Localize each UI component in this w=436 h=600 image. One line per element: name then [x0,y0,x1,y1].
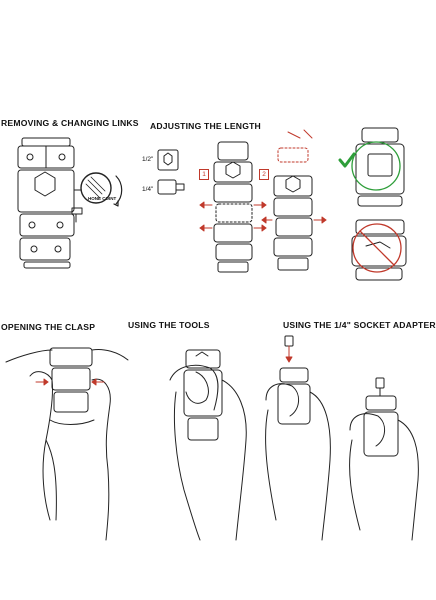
bracelet-step-1 [213,141,253,273]
hand-using-tools [169,349,247,541]
adjust-arrows [199,129,327,232]
socket-half-inch [157,149,179,171]
bracelet-correct [338,127,405,207]
heading-using-tools: USING THE TOOLS [128,320,210,330]
hand-socket-1 [265,335,331,541]
instruction-sheet: REMOVING & CHANGING LINKS ADJUSTING THE … [1,118,436,541]
heading-adjusting-length: ADJUSTING THE LENGTH [150,121,261,131]
coin-tool [80,172,123,207]
step-2-marker: 2 [259,169,269,180]
hand-socket-2 [349,377,419,541]
bracelet-incorrect [351,219,407,281]
illustrations [5,127,419,541]
heading-opening-clasp: OPENING THE CLASP [1,322,96,332]
hands-opening-clasp [5,347,129,541]
socket-quarter-inch [157,179,185,195]
bracelet-removing-links [17,137,87,269]
label-quarter-inch: 1/4" [142,186,154,193]
heading-removing-links: REMOVING & CHANGING LINKS [1,118,139,128]
step-1-marker: 1 [199,169,209,180]
clasp-arrows [35,378,105,386]
coin-label: HONE COINT [88,196,117,201]
heading-socket-adapter: USING THE 1/4" SOCKET ADAPTER [283,320,436,330]
bracelet-step-2 [273,147,313,271]
label-half-inch: 1/2" [142,156,154,163]
